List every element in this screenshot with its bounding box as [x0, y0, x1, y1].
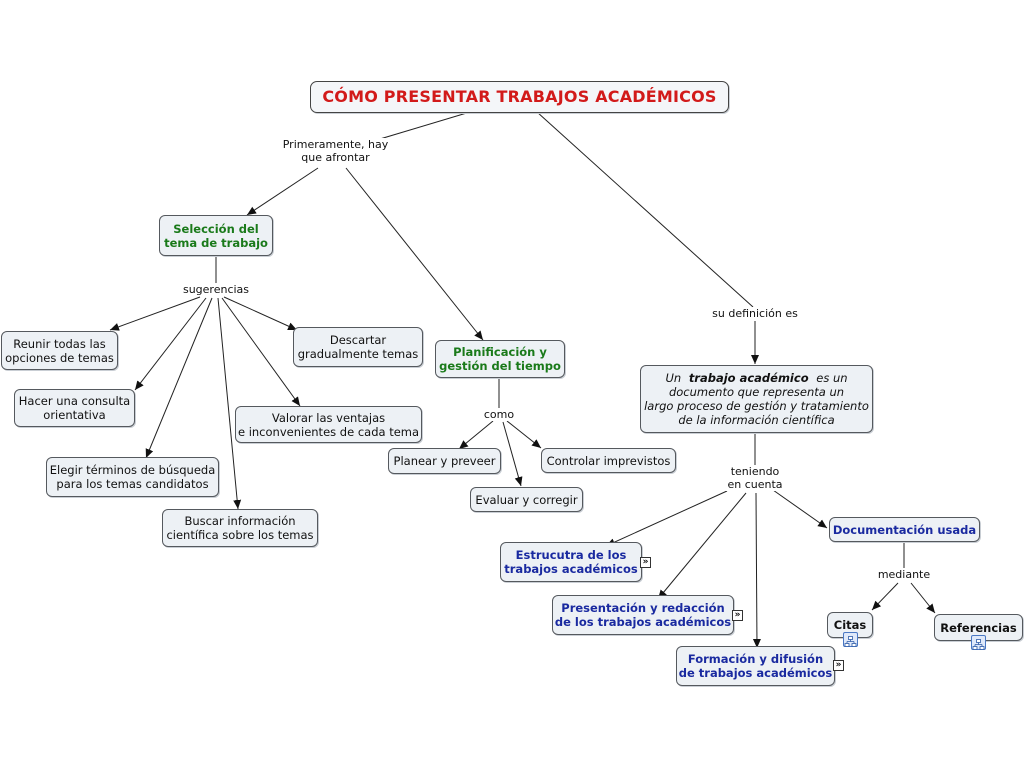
phrase-como: como [480, 408, 518, 421]
node-elegir-terminos[interactable]: Elegir términos de búsqueda para los tem… [46, 457, 219, 497]
resource-link-icon[interactable] [843, 632, 858, 647]
expand-arrows-icon[interactable]: » [640, 557, 651, 568]
node-controlar-imprevistos[interactable]: Controlar imprevistos [541, 448, 676, 473]
expand-arrows-icon[interactable]: » [833, 660, 844, 671]
resource-link-icon[interactable] [971, 635, 986, 650]
node-citas[interactable]: Citas [827, 612, 873, 638]
node-estructura-trabajos[interactable]: Estrucutra de los trabajos académicos [500, 542, 642, 582]
expand-arrows-icon[interactable]: » [732, 610, 743, 621]
node-reunir-opciones[interactable]: Reunir todas las opciones de temas [1, 331, 118, 370]
node-referencias[interactable]: Referencias [934, 614, 1023, 641]
phrase-primeramente: Primeramente, hay que afrontar [279, 138, 392, 164]
phrase-su-definicion: su definición es [705, 307, 805, 320]
main-title-node[interactable]: CÓMO PRESENTAR TRABAJOS ACADÉMICOS [310, 81, 729, 113]
node-planear-preveer[interactable]: Planear y preveer [388, 448, 501, 474]
node-seleccion-tema[interactable]: Selección del tema de trabajo [159, 215, 273, 256]
node-documentacion-usada[interactable]: Documentación usada [829, 517, 980, 542]
node-planificacion[interactable]: Planificación y gestión del tiempo [435, 340, 565, 378]
definicion-prefix: Un [665, 371, 682, 385]
phrase-sugerencias: sugerencias [178, 283, 254, 296]
node-presentacion-redaccion[interactable]: Presentación y redacción de los trabajos… [552, 595, 734, 635]
definicion-bold: trabajo académico [688, 371, 809, 385]
phrase-teniendo: teniendo en cuenta [722, 465, 788, 491]
main-title: CÓMO PRESENTAR TRABAJOS ACADÉMICOS [322, 87, 717, 106]
node-valorar-ventajas[interactable]: Valorar las ventajas e inconvenientes de… [235, 406, 422, 443]
node-formacion-difusion[interactable]: Formación y difusión de trabajos académi… [676, 646, 835, 686]
phrase-mediante: mediante [872, 568, 936, 581]
node-buscar-informacion[interactable]: Buscar información científica sobre los … [162, 509, 318, 547]
node-definicion-trabajo[interactable]: Un trabajo académico es un documento que… [640, 365, 873, 433]
node-descartar-temas[interactable]: Descartar gradualmente temas [293, 327, 423, 367]
node-consulta-orientativa[interactable]: Hacer una consulta orientativa [14, 389, 135, 427]
definicion-suffix: es un [816, 371, 848, 385]
node-evaluar-corregir[interactable]: Evaluar y corregir [470, 487, 583, 512]
